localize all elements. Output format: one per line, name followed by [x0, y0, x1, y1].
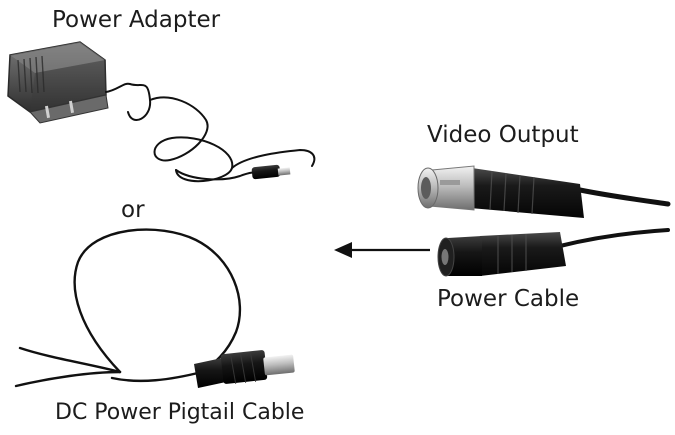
power-cable-connector — [437, 228, 670, 277]
adapter-dc-plug — [251, 164, 291, 180]
video-output-connector — [417, 165, 671, 218]
video-output-label: Video Output — [427, 122, 579, 148]
left-arrow-icon — [334, 242, 430, 258]
dc-pigtail-cable — [14, 228, 242, 388]
pigtail-dc-plug — [194, 350, 295, 388]
power-cable-label: Power Cable — [437, 286, 580, 312]
dc-pigtail-label: DC Power Pigtail Cable — [55, 400, 305, 425]
adapter-cable — [105, 82, 316, 183]
power-adapter — [7, 41, 109, 124]
or-label: or — [121, 197, 145, 223]
power-adapter-label: Power Adapter — [52, 7, 221, 33]
